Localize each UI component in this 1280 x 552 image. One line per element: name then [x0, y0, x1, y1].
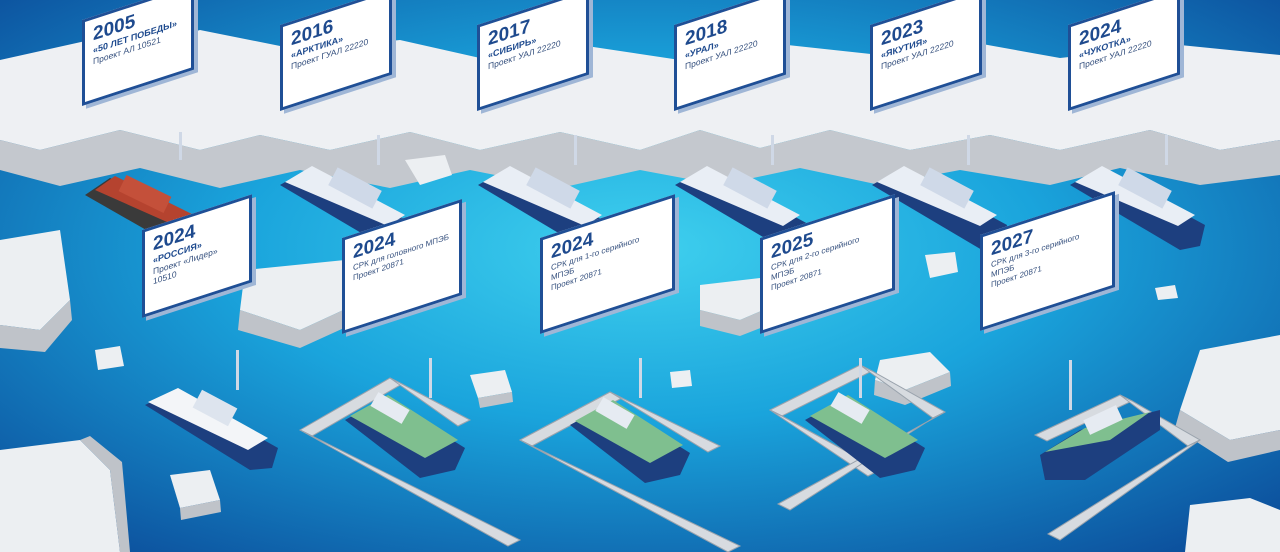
icebreaker-ship-2023 [872, 166, 1007, 250]
floating-unit-4 [1040, 405, 1160, 480]
ice-left [0, 230, 130, 552]
ice-right [1175, 335, 1280, 552]
floating-unit-2 [570, 397, 690, 483]
floating-unit-3 [805, 392, 925, 478]
icebreaker-ship-2024 [1070, 166, 1205, 250]
icebreaker-ship-rossiya [145, 388, 278, 470]
icebreaker-ship-2018 [675, 166, 810, 250]
floating-unit-1 [345, 392, 465, 478]
ice-floes [95, 155, 1178, 520]
